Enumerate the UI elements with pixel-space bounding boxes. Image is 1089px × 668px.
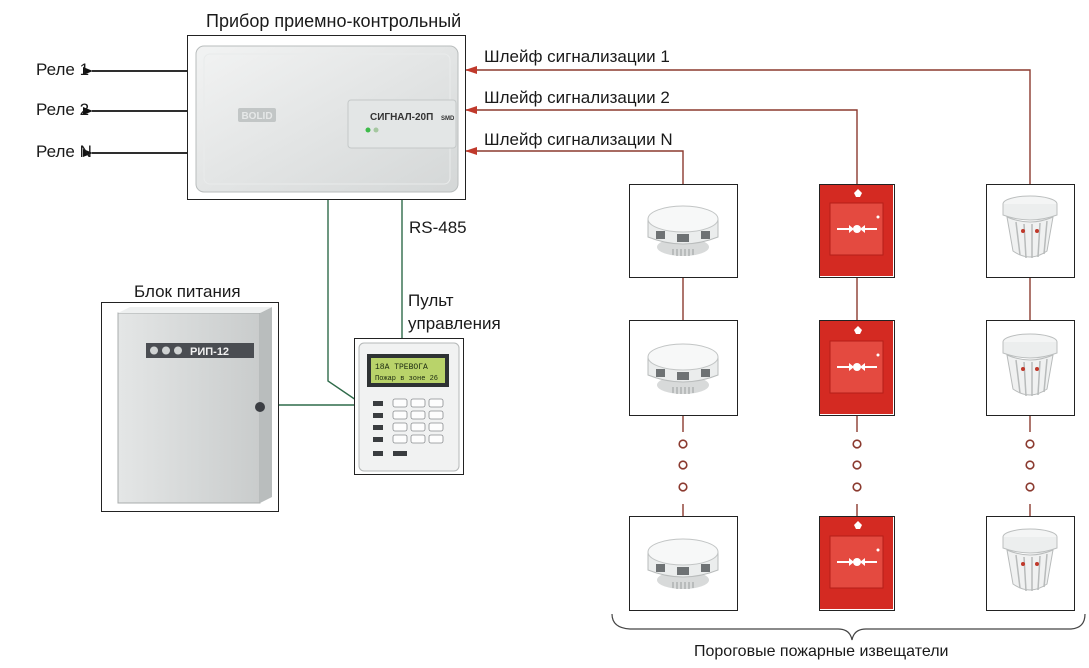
heat-detector-1 [986, 184, 1075, 278]
device-model: СИГНАЛ-20П [370, 112, 433, 123]
relay-label-2: Реле 2 [36, 100, 90, 119]
keypad-screen-line1: 18А ТРЕВОГА [375, 363, 428, 372]
rs485-label: RS-485 [409, 218, 467, 237]
device-brand: BOLID [241, 111, 272, 122]
power-supply-title: Блок питания [134, 282, 241, 301]
smoke-detector-3 [629, 516, 738, 611]
loop-label-n: Шлейф сигнализации N [484, 130, 673, 149]
keypad-frame: 18А ТРЕВОГА Пожар в зоне 26 [354, 338, 464, 475]
device-model-suffix: SMD [441, 116, 455, 122]
power-supply-model: РИП-12 [190, 346, 229, 358]
control-panel-device: BOLID СИГНАЛ-20П SMD [195, 45, 459, 193]
continuation-dots [678, 439, 1035, 492]
manual-call-point-1 [819, 184, 895, 278]
manual-call-point-2 [819, 320, 895, 416]
bus-wires [278, 197, 403, 406]
control-panel-frame: BOLID СИГНАЛ-20П SMD [187, 35, 466, 200]
keypad-title-line1: Пульт [408, 291, 454, 310]
keypad-screen-line2: Пожар в зоне 26 [375, 375, 438, 383]
smoke-detector-2 [629, 320, 738, 416]
smoke-detector-1 [629, 184, 738, 278]
keypad-device: 18А ТРЕВОГА Пожар в зоне 26 [358, 342, 460, 472]
loop-wire-n [465, 147, 684, 184]
relay-label-n: Реле N [36, 142, 92, 161]
loop-wire-2 [465, 106, 858, 184]
detectors-brace [611, 613, 1086, 641]
keypad-title-line2: управления [408, 314, 501, 333]
panel-to-keypad-wire [327, 197, 357, 401]
manual-call-point-3 [819, 516, 895, 611]
heat-detector-3 [986, 516, 1075, 611]
device-title: Прибор приемно-контрольный [206, 11, 462, 31]
power-supply-unit: РИП-12 [117, 307, 272, 504]
detectors-caption: Пороговые пожарные извещатели [694, 643, 949, 660]
loop-label-1: Шлейф сигнализации 1 [484, 47, 670, 66]
loop-label-2: Шлейф сигнализации 2 [484, 88, 670, 107]
loop-wires [465, 66, 1031, 516]
loop-wire-1 [465, 66, 1031, 184]
relay-arrows [83, 67, 190, 157]
power-supply-frame: РИП-12 [101, 302, 279, 512]
heat-detector-2 [986, 320, 1075, 416]
relay-label-1: Реле 1 [36, 60, 90, 79]
